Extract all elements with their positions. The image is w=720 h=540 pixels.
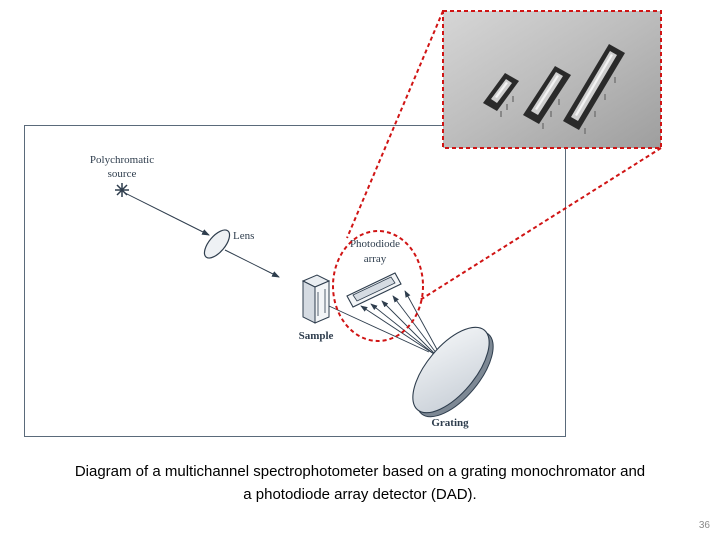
- photodiode-array-icon: [346, 272, 402, 308]
- label-lens: Lens: [233, 230, 254, 242]
- caption-line-2: a photodiode array detector (DAD).: [243, 486, 477, 503]
- caption-line-1: Diagram of a multichannel spectrophotome…: [74, 463, 646, 480]
- label-detector-line1: Photodiode: [350, 238, 400, 250]
- beam-lens-sample: [224, 249, 272, 274]
- figure-caption: Diagram of a multichannel spectrophotome…: [30, 460, 690, 506]
- grating-icon: [412, 326, 494, 418]
- page-number: 36: [698, 520, 710, 531]
- label-source-line1: Polychromatic: [90, 154, 154, 166]
- label-source-line2: source: [108, 168, 137, 180]
- sample-cuvette-icon: [301, 274, 331, 324]
- beam-arrow-1: [174, 217, 210, 236]
- label-grating: Grating: [431, 417, 469, 429]
- photodiode-chips-photo: [443, 11, 661, 148]
- spectrophotometer-diagram: Polychromatic source Lens Photodiode arr…: [90, 154, 494, 429]
- label-sample: Sample: [299, 330, 334, 342]
- label-detector-line2: array: [364, 253, 387, 265]
- diagram-frame: Polychromatic source Lens Photodiode arr…: [24, 125, 566, 437]
- beam-arrow-2: [270, 271, 280, 278]
- dispersed-beams: [328, 290, 446, 365]
- beam-source-lens: [124, 192, 176, 219]
- lens-icon: [203, 229, 231, 259]
- light-source-icon: [115, 183, 129, 197]
